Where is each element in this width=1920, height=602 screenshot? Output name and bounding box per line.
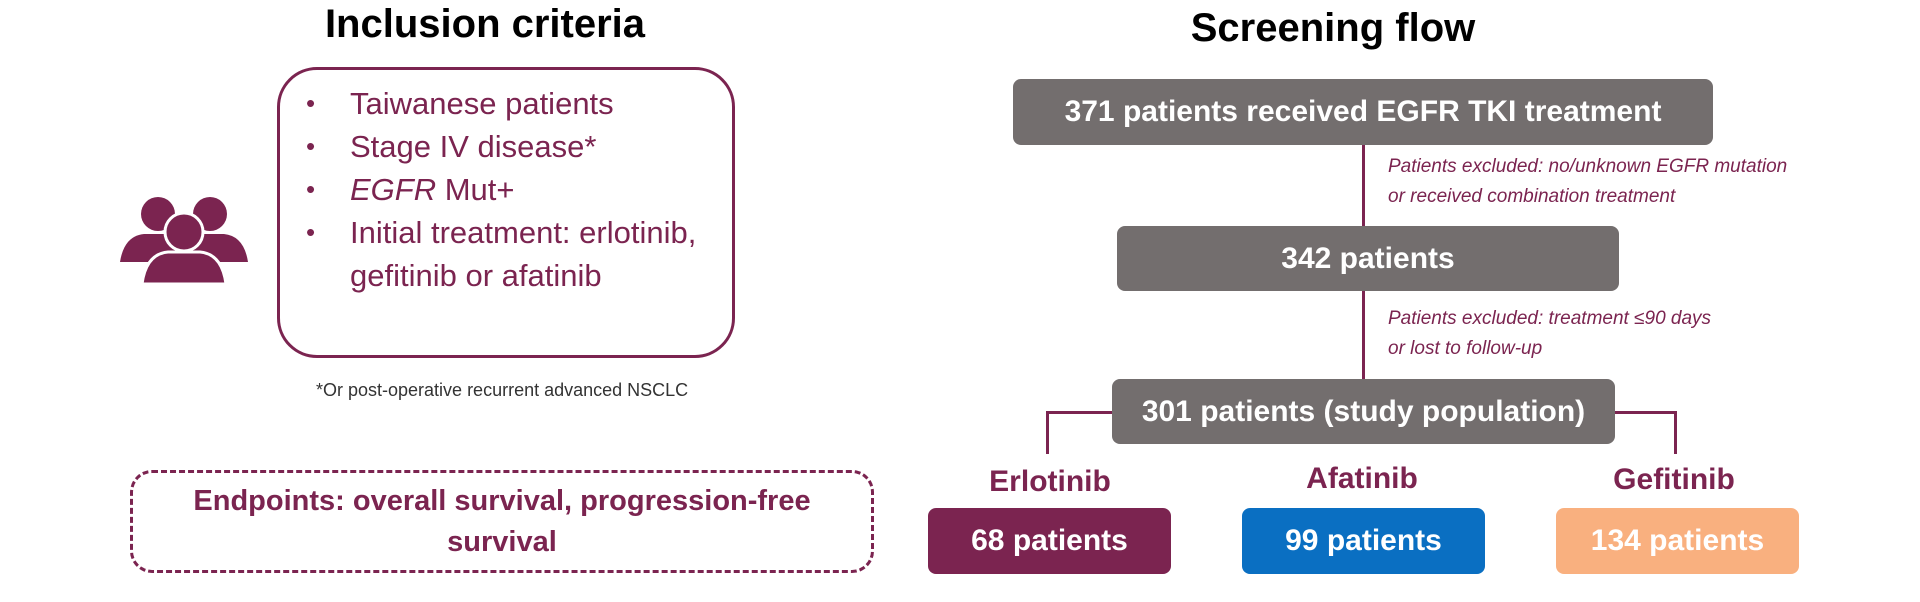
egfr-gene-name: EGFR bbox=[350, 172, 437, 207]
criteria-item: Stage IV disease* bbox=[300, 125, 710, 168]
flow-step-371: 371 patients received EGFR TKI treatment bbox=[1013, 79, 1713, 145]
arm-label-afatinib: Afatinib bbox=[1306, 462, 1418, 495]
connector-line bbox=[1046, 411, 1049, 454]
arm-label-gefitinib: Gefitinib bbox=[1613, 463, 1735, 496]
footnote: *Or post-operative recurrent advanced NS… bbox=[316, 380, 689, 400]
endpoints-text: Endpoints: overall survival, progression… bbox=[193, 484, 811, 558]
arm-box-afatinib: 99 patients bbox=[1242, 508, 1485, 574]
criteria-item: Initial treatment: erlotinib, gefitinib … bbox=[300, 211, 710, 297]
connector-line bbox=[1362, 291, 1365, 379]
screening-flow-heading: Screening flow bbox=[1190, 6, 1476, 50]
exclusion-note: Patients excluded: treatment ≤90 days or… bbox=[1388, 308, 1712, 359]
connector-line bbox=[1046, 411, 1112, 414]
connector-line bbox=[1674, 411, 1677, 454]
inclusion-criteria-box bbox=[277, 67, 735, 358]
endpoints-box: Endpoints: overall survival, progression… bbox=[130, 470, 874, 573]
people-group-icon bbox=[118, 192, 250, 286]
arm-box-gefitinib: 134 patients bbox=[1556, 508, 1799, 574]
inclusion-criteria-heading: Inclusion criteria bbox=[324, 2, 646, 46]
flow-step-342: 342 patients bbox=[1117, 226, 1619, 291]
connector-line bbox=[1615, 411, 1677, 414]
arm-box-erlotinib: 68 patients bbox=[928, 508, 1171, 574]
flow-step-study-population: 301 patients (study population) bbox=[1112, 379, 1615, 444]
arm-label-erlotinib: Erlotinib bbox=[989, 465, 1111, 498]
exclusion-note: Patients excluded: no/unknown EGFR mutat… bbox=[1388, 156, 1788, 207]
connector-line bbox=[1362, 145, 1365, 226]
inclusion-criteria-list: Taiwanese patients Stage IV disease* EGF… bbox=[300, 82, 710, 297]
criteria-item: EGFR Mut+ bbox=[300, 168, 710, 211]
criteria-item: Taiwanese patients bbox=[300, 82, 710, 125]
